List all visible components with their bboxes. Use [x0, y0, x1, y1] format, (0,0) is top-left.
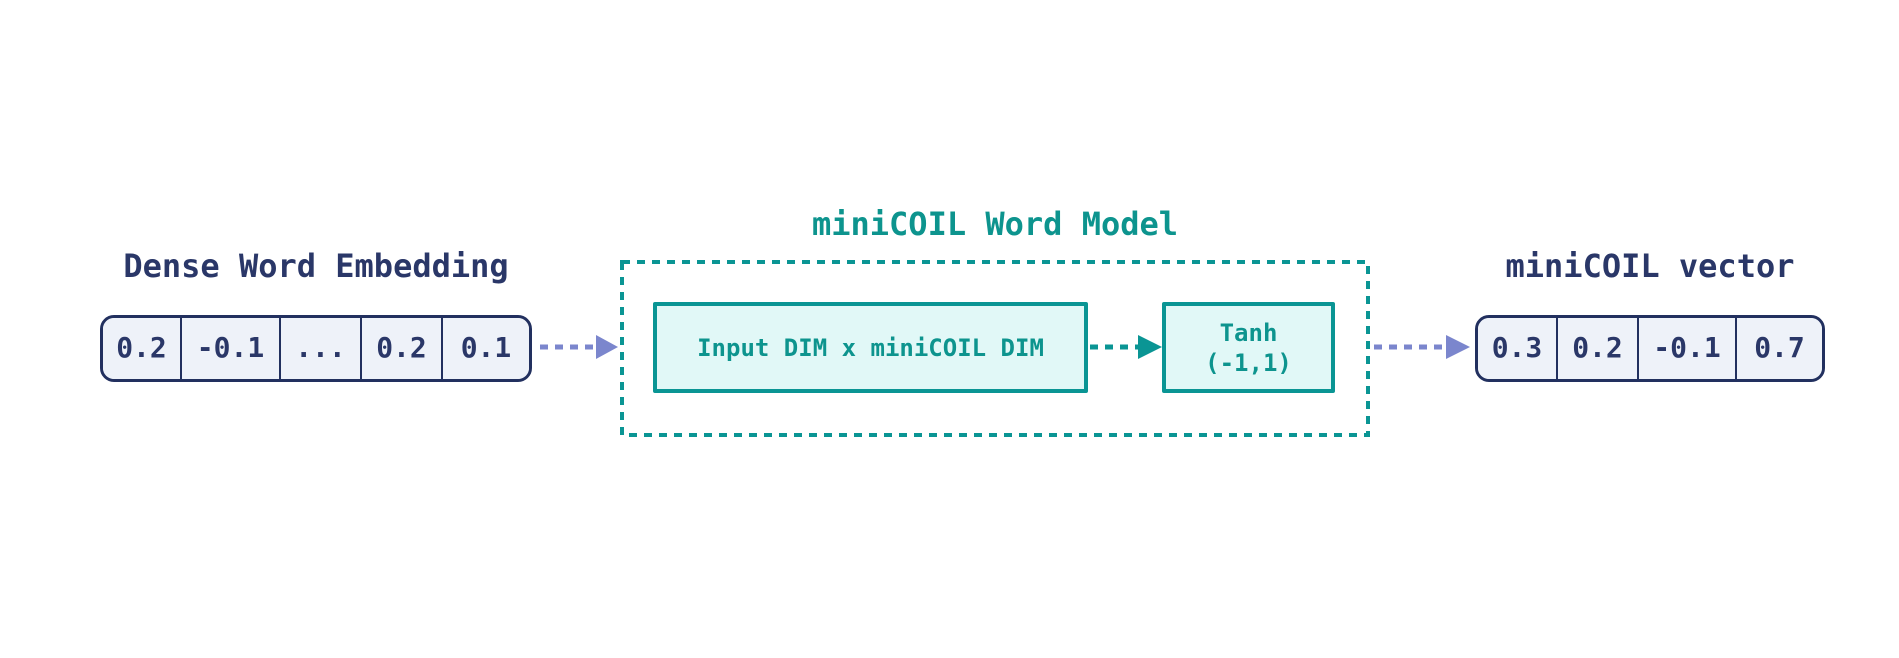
vector-cell: 0.2 — [103, 318, 182, 379]
vector-cell: -0.1 — [182, 318, 281, 379]
vector-cell-ellipsis: ... — [281, 318, 362, 379]
vector-cell: 0.7 — [1737, 318, 1822, 379]
vector-cell: -0.1 — [1639, 318, 1737, 379]
vector-cell: 0.2 — [1558, 318, 1639, 379]
linear-layer-label: Input DIM x miniCOIL DIM — [697, 333, 1044, 362]
vector-cell: 0.1 — [443, 318, 529, 379]
tanh-range-label: (-1,1) — [1205, 348, 1292, 377]
minicoil-vector-label: miniCOIL vector — [1505, 247, 1795, 285]
linear-layer-box: Input DIM x miniCOIL DIM — [653, 302, 1088, 393]
dashed-arrow-right-icon — [1090, 335, 1162, 359]
tanh-label: Tanh — [1219, 318, 1278, 347]
dense-word-embedding-vector: 0.2 -0.1 ... 0.2 0.1 — [100, 315, 532, 382]
model-dashed-boundary — [620, 260, 1370, 437]
minicoil-word-model-title: miniCOIL Word Model — [811, 205, 1179, 243]
minicoil-vector: 0.3 0.2 -0.1 0.7 — [1475, 315, 1825, 382]
dense-word-embedding-label: Dense Word Embedding — [123, 247, 509, 285]
dashed-arrow-right-icon — [1374, 335, 1470, 359]
dashed-arrow-right-icon — [540, 335, 618, 359]
tanh-activation-box: Tanh (-1,1) — [1162, 302, 1335, 393]
vector-cell: 0.3 — [1478, 318, 1558, 379]
vector-cell: 0.2 — [362, 318, 443, 379]
